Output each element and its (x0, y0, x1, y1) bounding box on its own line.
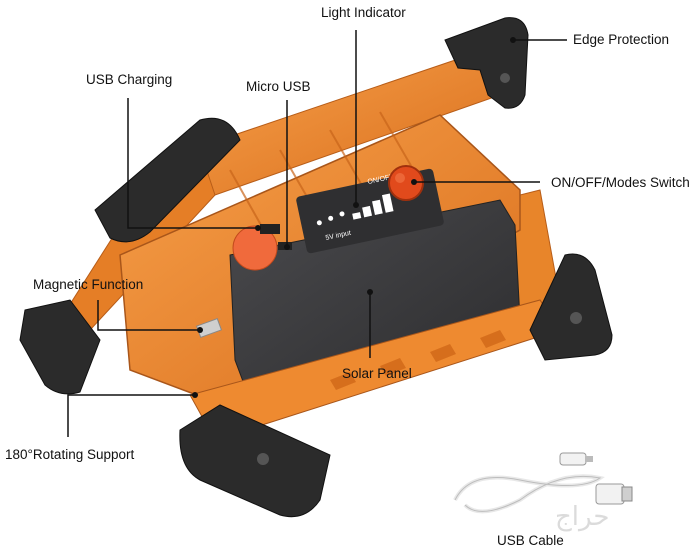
label-solar-panel: Solar Panel (342, 366, 412, 381)
power-switch-button (388, 165, 424, 201)
usb-port (260, 224, 280, 234)
indicator-leds (316, 193, 394, 226)
edge-protector-bottom (179, 404, 331, 518)
front-bar-notches (330, 330, 506, 390)
label-rotating-support: 180°Rotating Support (5, 447, 135, 462)
watermark: حراج (555, 501, 609, 532)
label-usb-cable: USB Cable (497, 533, 564, 548)
leader-dots (192, 37, 516, 398)
usb-cable-illustration (453, 452, 633, 514)
label-on-off-modes-switch: ON/OFF/Modes Switch (551, 175, 690, 190)
leader-usb-charging (127, 98, 258, 229)
label-magnetic-function: Magnetic Function (33, 277, 144, 292)
leader-lines (67, 30, 567, 437)
edge-protector-mid-left (19, 299, 101, 395)
edge-protector-right (529, 253, 613, 361)
label-micro-usb: Micro USB (246, 79, 311, 94)
edge-protector-top-right (444, 17, 529, 109)
leader-rotating-support (67, 394, 195, 437)
label-edge-protection: Edge Protection (573, 32, 670, 47)
usb-port-cover (232, 225, 278, 271)
label-usb-charging: USB Charging (86, 72, 173, 87)
label-light-indicator: Light Indicator (321, 5, 406, 20)
leader-magnetic (97, 300, 200, 331)
edge-protector-top-left (94, 117, 241, 243)
